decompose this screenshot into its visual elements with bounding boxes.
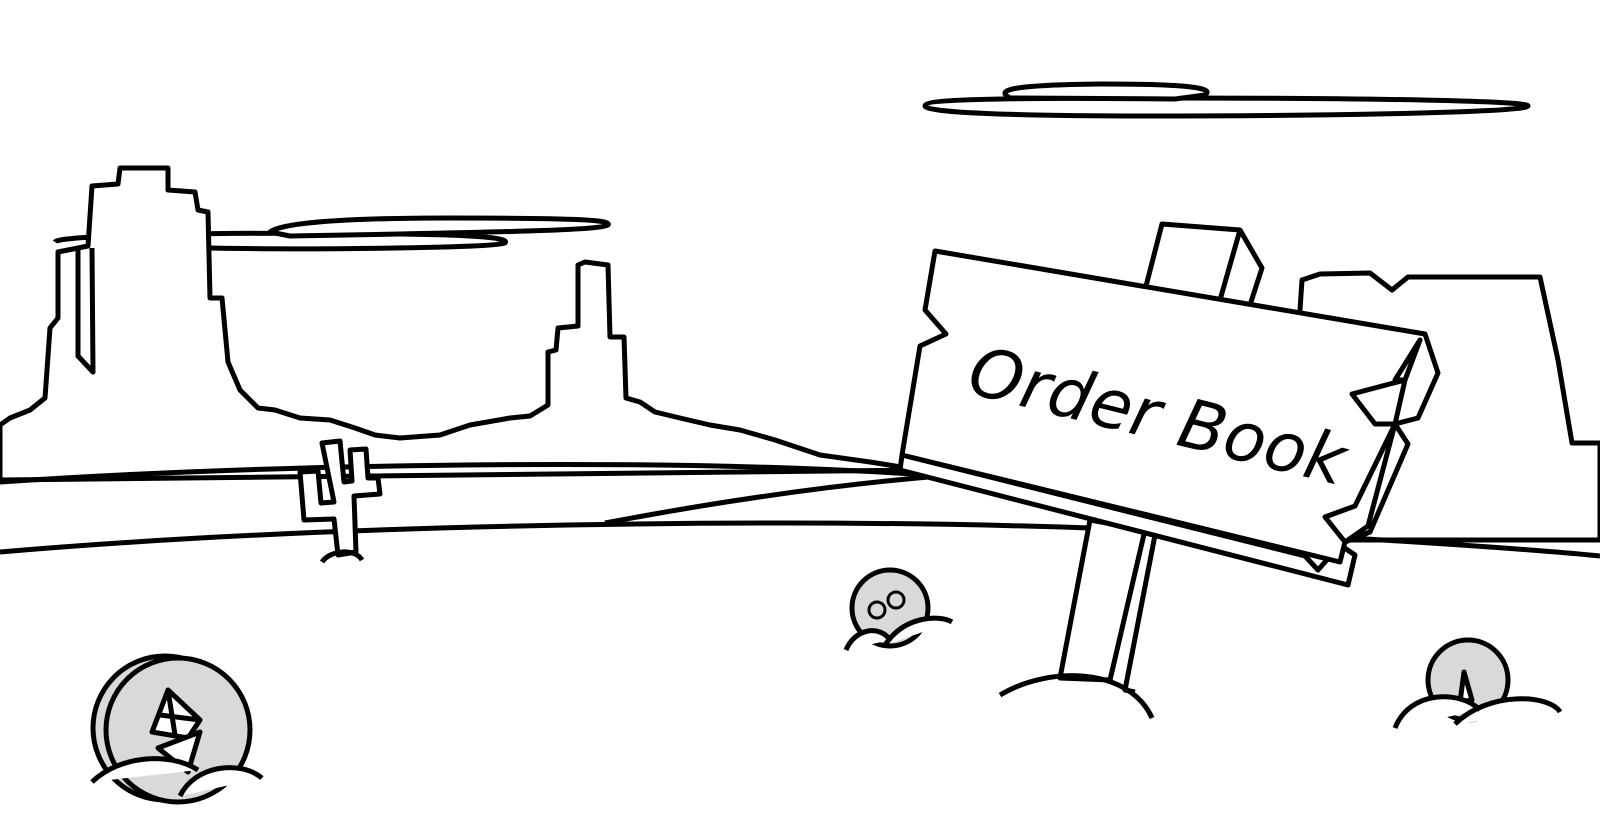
mesa-left-pillar: [75, 247, 96, 375]
mesa-left: [0, 165, 923, 483]
ground-line: [0, 520, 1600, 559]
path-line: [604, 473, 941, 526]
signpost: Order Book: [897, 221, 1441, 720]
cloud-right: [922, 81, 1531, 119]
horizon-line: [0, 462, 941, 485]
sign-board: [899, 248, 1441, 565]
coin-ethereum-left: [90, 653, 264, 805]
coin-ethereum-right: [1392, 637, 1563, 730]
cactus: [297, 438, 383, 564]
coin-middle: [843, 567, 954, 652]
